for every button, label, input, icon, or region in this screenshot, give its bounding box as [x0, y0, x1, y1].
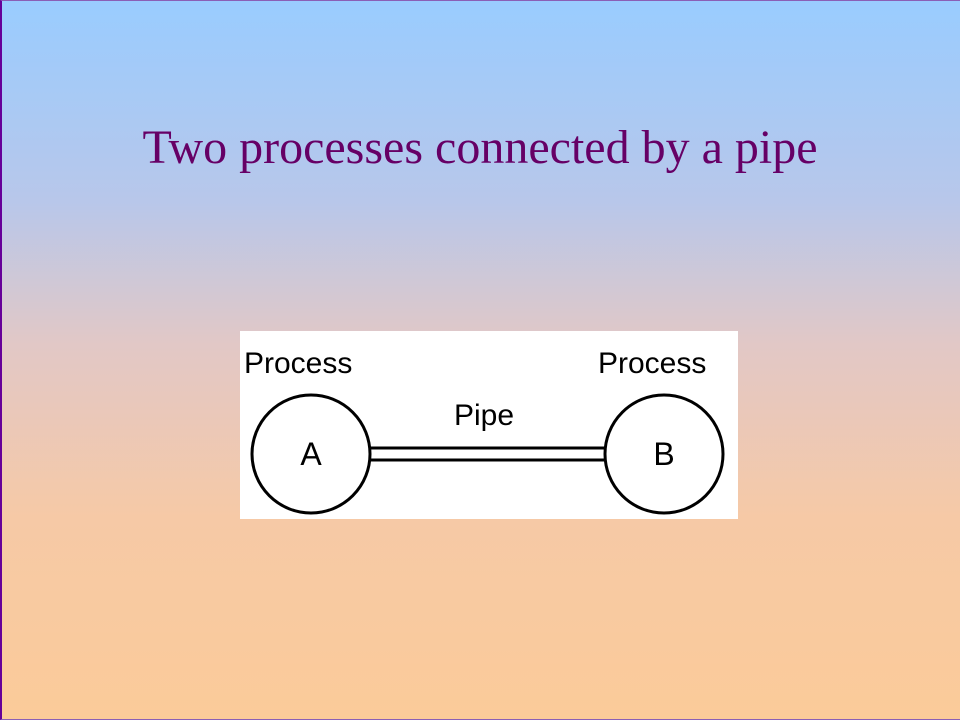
pipe-diagram: Process A Pipe Process B — [240, 331, 738, 519]
process-b-node — [603, 393, 725, 515]
pipe-diagram-svg: Process A Pipe Process B — [244, 347, 725, 515]
process-b-caption: Process — [598, 347, 706, 380]
process-a-node — [250, 393, 372, 515]
pipe-label: Pipe — [454, 399, 514, 432]
pipe-connector — [369, 446, 606, 462]
process-b-name: B — [653, 436, 674, 472]
process-a-name: A — [300, 436, 322, 472]
slide-title: Two processes connected by a pipe — [142, 121, 818, 174]
process-a-caption: Process — [244, 347, 352, 380]
